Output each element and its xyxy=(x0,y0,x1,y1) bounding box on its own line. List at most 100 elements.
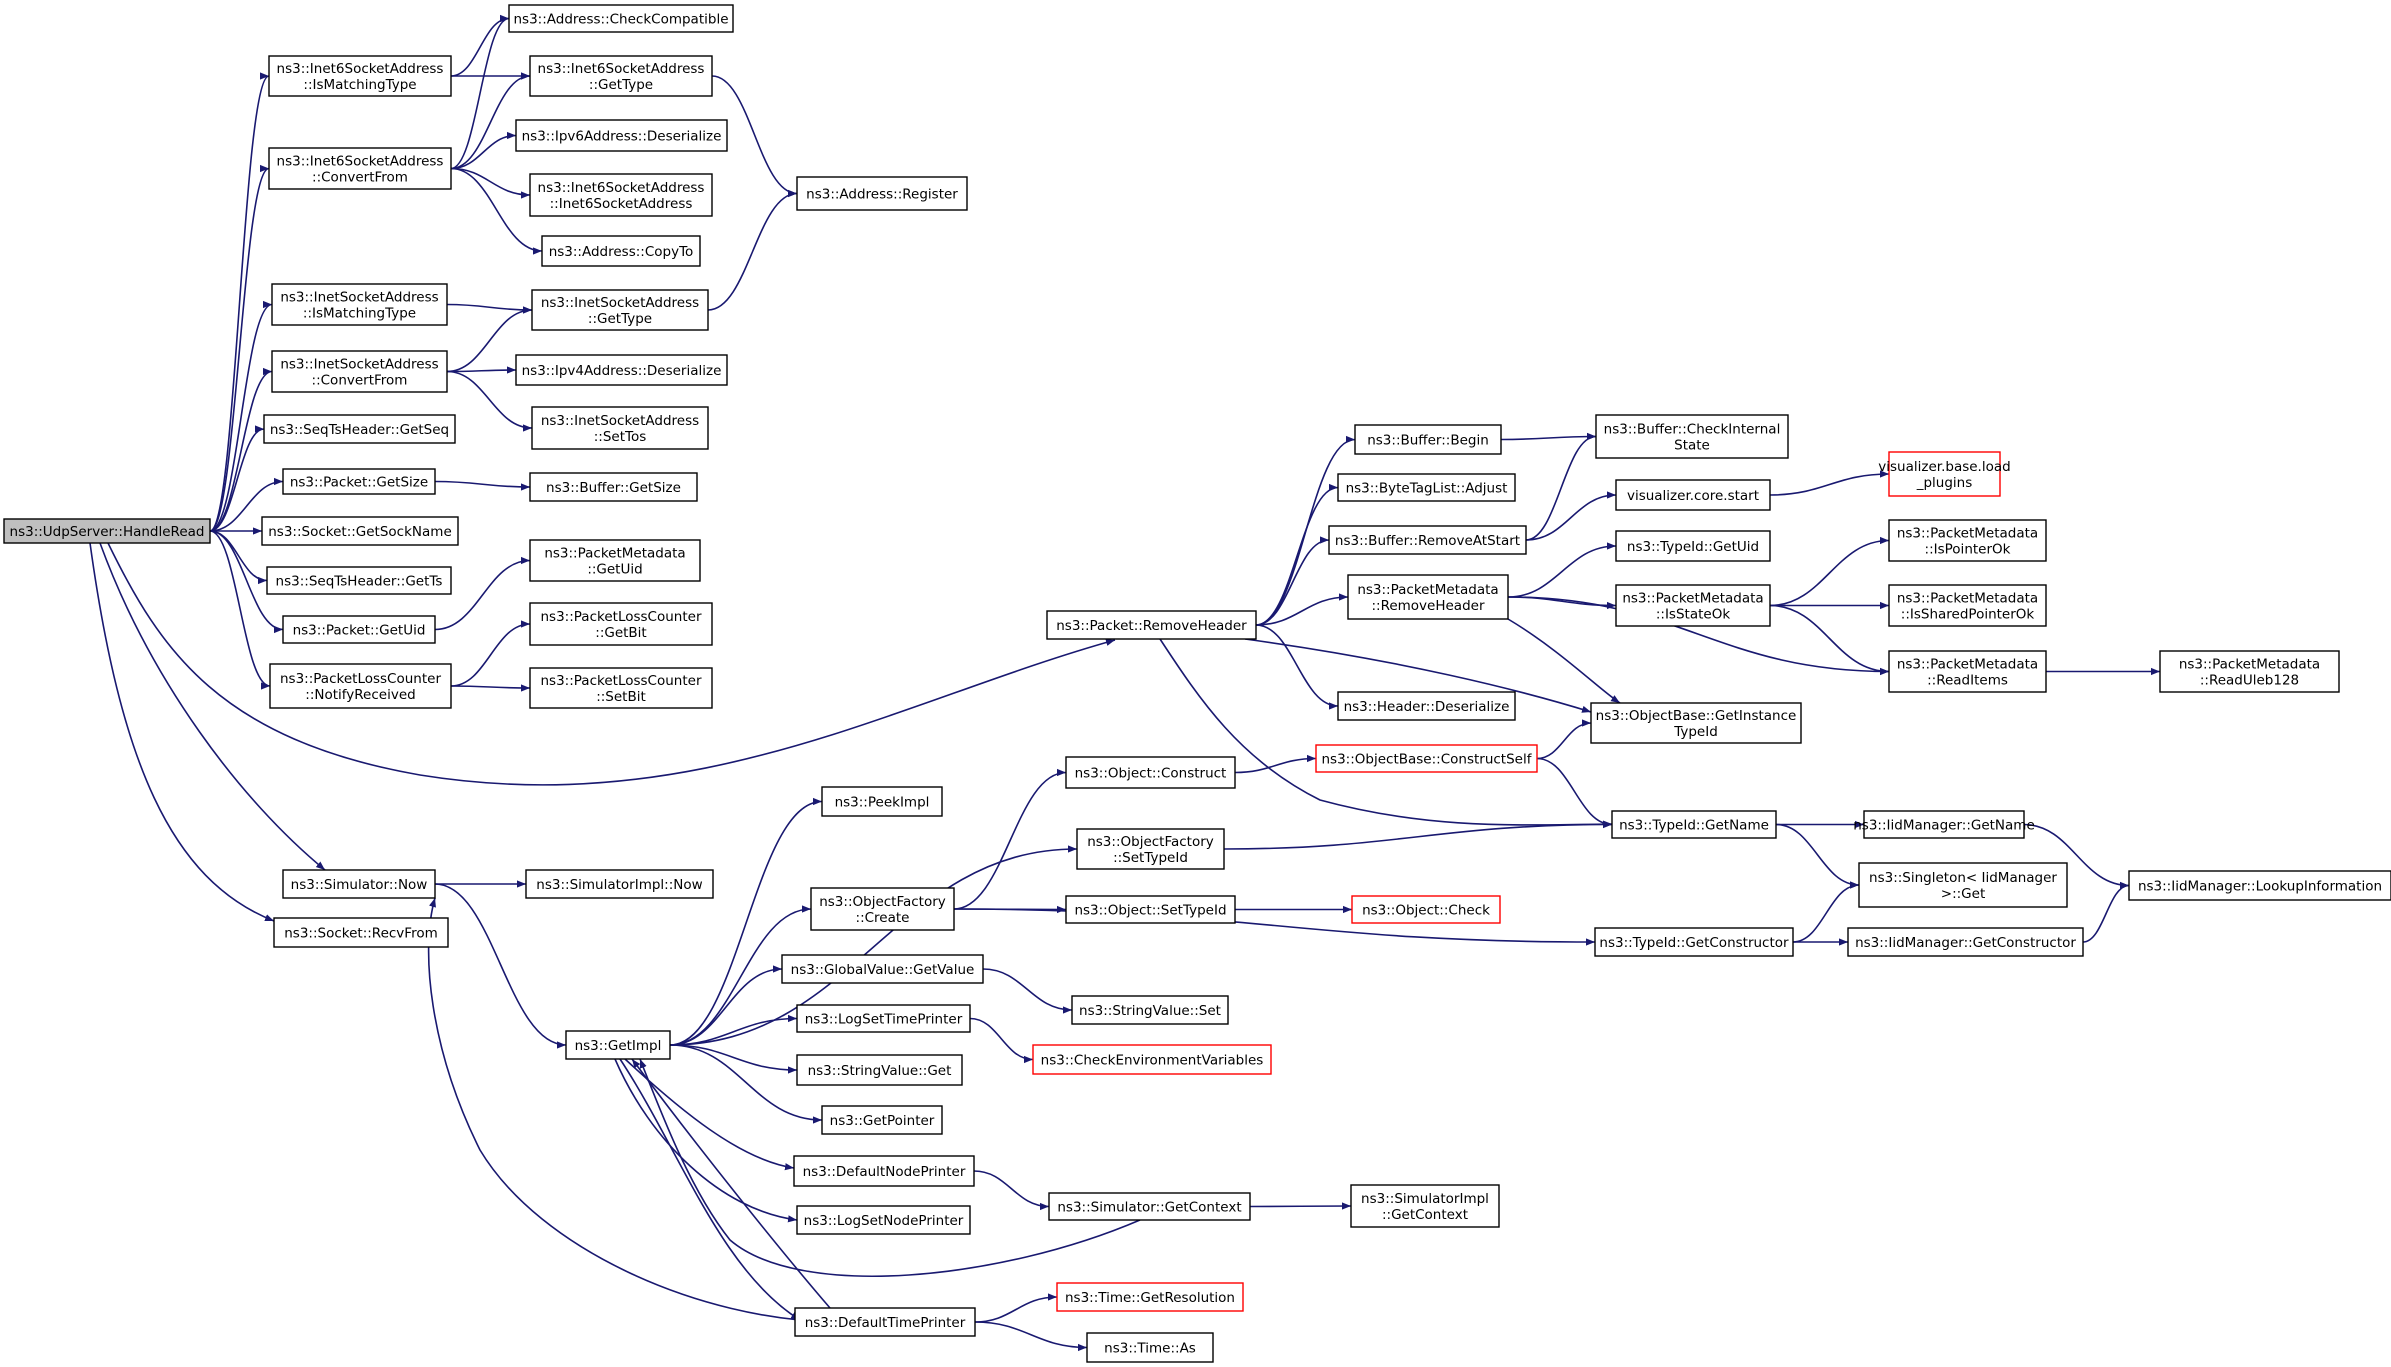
node-buf-removeatstart[interactable]: ns3::Buffer::RemoveAtStart xyxy=(1328,525,1527,555)
node-vis-load[interactable]: visualizer.base.load_plugins xyxy=(1878,451,2011,497)
node-iid-lookup[interactable]: ns3::IidManager::LookupInformation xyxy=(2128,870,2391,901)
node-plc-getbit[interactable]: ns3::PacketLossCounter::GetBit xyxy=(529,602,713,646)
node-ipv4-deser[interactable]: ns3::Ipv4Address::Deserialize xyxy=(515,354,728,386)
node-label: ::IsPointerOk xyxy=(1925,542,2011,558)
node-sock-getsockname[interactable]: ns3::Socket::GetSockName xyxy=(261,516,459,546)
node-pm-issharedok[interactable]: ns3::PacketMetadata::IsSharedPointerOk xyxy=(1888,584,2047,627)
node-defnodeprinter[interactable]: ns3::DefaultNodePrinter xyxy=(793,1155,975,1187)
node-of-settypeid[interactable]: ns3::ObjectFactory::SetTypeId xyxy=(1076,828,1225,870)
node-pm-readuleb[interactable]: ns3::PacketMetadata::ReadUleb128 xyxy=(2159,650,2340,693)
node-time-getres[interactable]: ns3::Time::GetResolution xyxy=(1056,1282,1244,1312)
node-logsetnode[interactable]: ns3::LogSetNodePrinter xyxy=(796,1205,971,1235)
node-sv-get[interactable]: ns3::StringValue::Get xyxy=(796,1054,963,1086)
call-edge-iid_getname-to-iid_lookup xyxy=(2023,823,2130,890)
node-obj-check[interactable]: ns3::Object::Check xyxy=(1351,895,1501,924)
node-of-create[interactable]: ns3::ObjectFactory::Create xyxy=(810,887,955,931)
node-btl-adjust[interactable]: ns3::ByteTagList::Adjust xyxy=(1337,473,1516,502)
node-logsettime[interactable]: ns3::LogSetTimePrinter xyxy=(796,1004,971,1033)
node-i4-ismatch[interactable]: ns3::InetSocketAddress::IsMatchingType xyxy=(271,283,448,326)
call-edge-pkt_getuid-to-pm_getuid xyxy=(434,556,531,631)
node-addr-checkcompat[interactable]: ns3::Address::CheckCompatible xyxy=(508,4,734,33)
node-plc-notify[interactable]: ns3::PacketLossCounter::NotifyReceived xyxy=(269,663,452,709)
call-edge-udp_handleread-to-seqts_getts xyxy=(209,530,268,585)
node-pkt-getuid[interactable]: ns3::Packet::GetUid xyxy=(282,615,436,644)
node-udp-handleread[interactable]: ns3::UdpServer::HandleRead xyxy=(3,518,211,544)
call-edge-pm_removeheader-to-pm_readitems xyxy=(1507,596,1890,676)
node-simimpl-now[interactable]: ns3::SimulatorImpl::Now xyxy=(525,869,714,899)
call-edge-ob_constructself-to-ob_getinstance xyxy=(1536,719,1592,760)
call-edge-pm_removeheader-to-typeid_getuid xyxy=(1507,542,1617,598)
node-ipv6-deser[interactable]: ns3::Ipv6Address::Deserialize xyxy=(515,119,728,152)
node-label: ns3::Buffer::Begin xyxy=(1367,433,1489,449)
node-pkt-removeheader[interactable]: ns3::Packet::RemoveHeader xyxy=(1046,610,1257,640)
node-sv-set[interactable]: ns3::StringValue::Set xyxy=(1071,995,1229,1025)
call-edge-i6_convert-to-i6_ctor xyxy=(450,167,531,199)
node-pm-removeheader[interactable]: ns3::PacketMetadata::RemoveHeader xyxy=(1347,574,1509,620)
node-sim-getcontext[interactable]: ns3::Simulator::GetContext xyxy=(1048,1192,1251,1221)
node-buf-begin[interactable]: ns3::Buffer::Begin xyxy=(1354,424,1502,455)
node-i6-ctor[interactable]: ns3::Inet6SocketAddress::Inet6SocketAddr… xyxy=(529,173,713,217)
node-iid-getctor[interactable]: ns3::IidManager::GetConstructor xyxy=(1847,927,2084,957)
node-label: ns3::ObjectBase::GetInstance xyxy=(1596,708,1797,724)
node-vis-start[interactable]: visualizer.core.start xyxy=(1615,479,1771,511)
call-edge-i4_gettype-to-addr_register xyxy=(707,189,798,311)
node-box xyxy=(1615,530,1771,562)
call-edge-udp_handleread-to-i6_ismatch xyxy=(209,72,270,532)
node-hdr-deser[interactable]: ns3::Header::Deserialize xyxy=(1337,691,1516,721)
node-i6-convert[interactable]: ns3::Inet6SocketAddress::ConvertFrom xyxy=(268,147,452,190)
node-typeid-getname[interactable]: ns3::TypeId::GetName xyxy=(1611,810,1777,839)
node-i4-convert[interactable]: ns3::InetSocketAddress::ConvertFrom xyxy=(271,350,448,393)
node-seqts-getts[interactable]: ns3::SeqTsHeader::GetTs xyxy=(266,566,452,595)
node-typeid-getctor[interactable]: ns3::TypeId::GetConstructor xyxy=(1594,927,1794,957)
node-label: ns3::Packet::RemoveHeader xyxy=(1056,618,1247,634)
node-sim-now[interactable]: ns3::Simulator::Now xyxy=(282,869,436,899)
node-iid-getname[interactable]: ns3::IidManager::GetName xyxy=(1853,810,2035,839)
node-label: ns3::CheckEnvironmentVariables xyxy=(1041,1053,1264,1069)
node-obj-construct[interactable]: ns3::Object::Construct xyxy=(1065,756,1236,789)
node-seqts-getseq[interactable]: ns3::SeqTsHeader::GetSeq xyxy=(263,414,456,444)
node-box xyxy=(529,55,713,97)
node-label: ns3::UdpServer::HandleRead xyxy=(10,524,205,540)
node-getpointer[interactable]: ns3::GetPointer xyxy=(821,1105,943,1135)
call-edge-getimpl-to-logsettime xyxy=(669,1014,798,1046)
node-ob-constructself[interactable]: ns3::ObjectBase::ConstructSelf xyxy=(1315,744,1538,773)
call-edge-pm_removeheader-to-pm_isstateok xyxy=(1507,596,1617,610)
node-pm-ispointerok[interactable]: ns3::PacketMetadata::IsPointerOk xyxy=(1888,519,2047,562)
node-box xyxy=(3,518,211,544)
node-simimpl-getcontext[interactable]: ns3::SimulatorImpl::GetContext xyxy=(1350,1184,1500,1228)
node-pm-isstateok[interactable]: ns3::PacketMetadata::IsStateOk xyxy=(1615,584,1771,627)
node-label: ns3::InetSocketAddress xyxy=(280,357,438,373)
node-box xyxy=(1611,810,1777,839)
call-edge-getimpl-to-peekimpl xyxy=(669,797,823,1046)
node-pkt-getsize[interactable]: ns3::Packet::GetSize xyxy=(282,468,436,495)
node-i4-settos[interactable]: ns3::InetSocketAddress::SetTos xyxy=(531,406,709,450)
node-gv-getvalue[interactable]: ns3::GlobalValue::GetValue xyxy=(781,954,984,984)
node-i6-ismatch[interactable]: ns3::Inet6SocketAddress::IsMatchingType xyxy=(268,55,452,97)
call-edge-udp_handleread-to-plc_notify xyxy=(209,530,271,690)
node-deftimeprinter[interactable]: ns3::DefaultTimePrinter xyxy=(794,1307,976,1337)
node-time-as[interactable]: ns3::Time::As xyxy=(1086,1332,1214,1363)
node-typeid-getuid[interactable]: ns3::TypeId::GetUid xyxy=(1615,530,1771,562)
node-box xyxy=(1337,473,1516,502)
node-i6-gettype[interactable]: ns3::Inet6SocketAddress::GetType xyxy=(529,55,713,97)
node-peekimpl[interactable]: ns3::PeekImpl xyxy=(821,786,943,817)
node-addr-copyto[interactable]: ns3::Address::CopyTo xyxy=(541,235,701,267)
node-singleton-get[interactable]: ns3::Singleton< IidManager>::Get xyxy=(1858,862,2068,908)
node-label: ::GetUid xyxy=(587,562,642,578)
node-label: ns3::SeqTsHeader::GetSeq xyxy=(270,422,449,438)
node-label: ::IsMatchingType xyxy=(303,77,416,93)
node-i4-gettype[interactable]: ns3::InetSocketAddress::GetType xyxy=(531,289,709,331)
node-label: ns3::PeekImpl xyxy=(835,795,930,811)
node-sock-recvfrom[interactable]: ns3::Socket::RecvFrom xyxy=(273,917,449,948)
node-pm-readitems[interactable]: ns3::PacketMetadata::ReadItems xyxy=(1888,650,2047,693)
node-getimpl[interactable]: ns3::GetImpl xyxy=(565,1030,671,1060)
node-obj-settypeid[interactable]: ns3::Object::SetTypeId xyxy=(1065,895,1236,924)
node-plc-setbit[interactable]: ns3::PacketLossCounter::SetBit xyxy=(529,667,713,709)
node-checkenv[interactable]: ns3::CheckEnvironmentVariables xyxy=(1032,1044,1272,1075)
node-buf-getsize[interactable]: ns3::Buffer::GetSize xyxy=(529,472,698,502)
node-pm-getuid[interactable]: ns3::PacketMetadata::GetUid xyxy=(529,539,701,582)
node-addr-register[interactable]: ns3::Address::Register xyxy=(796,176,968,211)
